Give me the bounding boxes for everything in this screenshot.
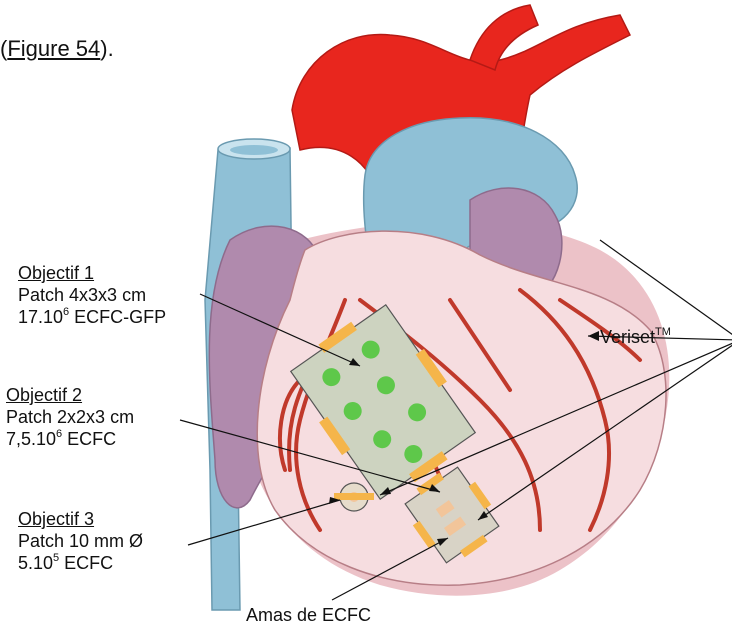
objectif-2-size: Patch 2x2x3 cm <box>6 406 134 428</box>
objectif-3-cells-type: ECFC <box>59 553 113 573</box>
objectif-2-cells-type: ECFC <box>62 429 116 449</box>
objectif-3-cells-exp: 5 <box>53 552 59 564</box>
objectif-3-title: Objectif 3 <box>18 508 143 530</box>
label-objectif-1: Objectif 1 Patch 4x3x3 cm 17.106 ECFC-GF… <box>18 262 166 328</box>
veriset-name: Veriset <box>600 327 655 347</box>
veriset-trademark: TM <box>655 326 671 338</box>
objectif-1-cells-base: 17.10 <box>18 307 63 327</box>
veriset-tape <box>334 493 374 500</box>
label-objectif-2: Objectif 2 Patch 2x2x3 cm 7,5.106 ECFC <box>6 384 134 450</box>
objectif-2-cells-exp: 6 <box>56 428 62 440</box>
objectif-2-cells-base: 7,5.10 <box>6 429 56 449</box>
objectif-2-title: Objectif 2 <box>6 384 134 406</box>
objectif-3-cells-base: 5.10 <box>18 553 53 573</box>
objectif-1-cells-exp: 6 <box>63 306 69 318</box>
vena-cava-lumen <box>230 145 278 155</box>
label-amas-ecfc: Amas de ECFC <box>246 604 371 626</box>
objectif-3-size: Patch 10 mm Ø <box>18 530 143 552</box>
label-veriset: VerisetTM <box>600 326 671 348</box>
label-objectif-3: Objectif 3 Patch 10 mm Ø 5.105 ECFC <box>18 508 143 574</box>
objectif-1-title: Objectif 1 <box>18 262 166 284</box>
objectif-1-cells-type: ECFC-GFP <box>69 307 166 327</box>
objectif-1-cells: 17.106 ECFC-GFP <box>18 306 166 328</box>
objectif-3-cells: 5.105 ECFC <box>18 552 143 574</box>
objectif-1-size: Patch 4x3x3 cm <box>18 284 166 306</box>
objectif-2-cells: 7,5.106 ECFC <box>6 428 134 450</box>
